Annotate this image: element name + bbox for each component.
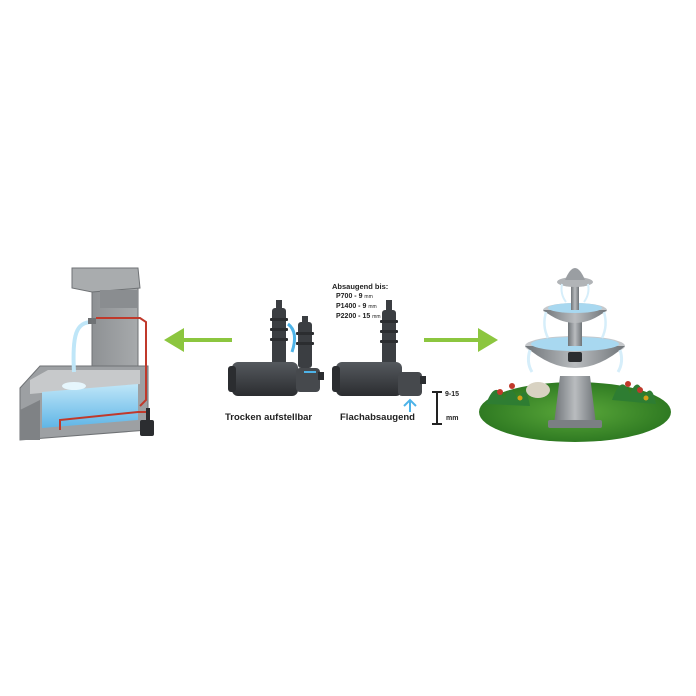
spec-unit: mm [364, 294, 373, 300]
arrow-right-icon [424, 328, 498, 352]
caption-dry-install: Trocken aufstellbar [225, 412, 313, 423]
suction-spec-line: P2200 - 15 mm [336, 313, 381, 320]
suction-spec-line: P700 - 9 mm [336, 293, 373, 300]
spec-unit: mm [368, 304, 377, 310]
caption-flat-suction: Flachabsaugend [340, 412, 415, 423]
pump-flat-suction [332, 300, 426, 396]
wall-fountain-illustration [19, 267, 154, 441]
suction-spec-line: P1400 - 9 mm [336, 303, 377, 310]
suction-spec-title: Absaugend bis: [332, 282, 389, 291]
garden-fountain-illustration [479, 268, 671, 442]
arrow-left-icon [164, 328, 232, 352]
spec-unit: mm [372, 314, 381, 320]
spec-model: P700 - 9 [336, 293, 363, 300]
pump-dry-install [228, 300, 324, 396]
spec-model: P2200 - 15 [336, 313, 371, 320]
measure-unit: mm [446, 415, 459, 422]
measure-value: 9-15 [445, 391, 460, 398]
spec-model: P1400 - 9 [336, 303, 367, 310]
measure-bracket [432, 391, 442, 425]
water-drop-icon [403, 398, 417, 412]
